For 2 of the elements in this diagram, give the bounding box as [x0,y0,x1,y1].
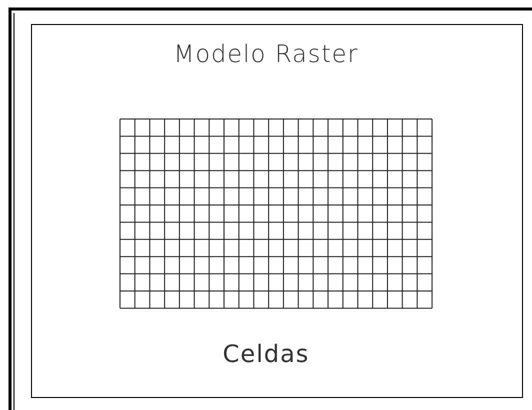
grid-label: Celdas [222,340,310,368]
diagram-title: Modelo Raster [174,40,358,68]
